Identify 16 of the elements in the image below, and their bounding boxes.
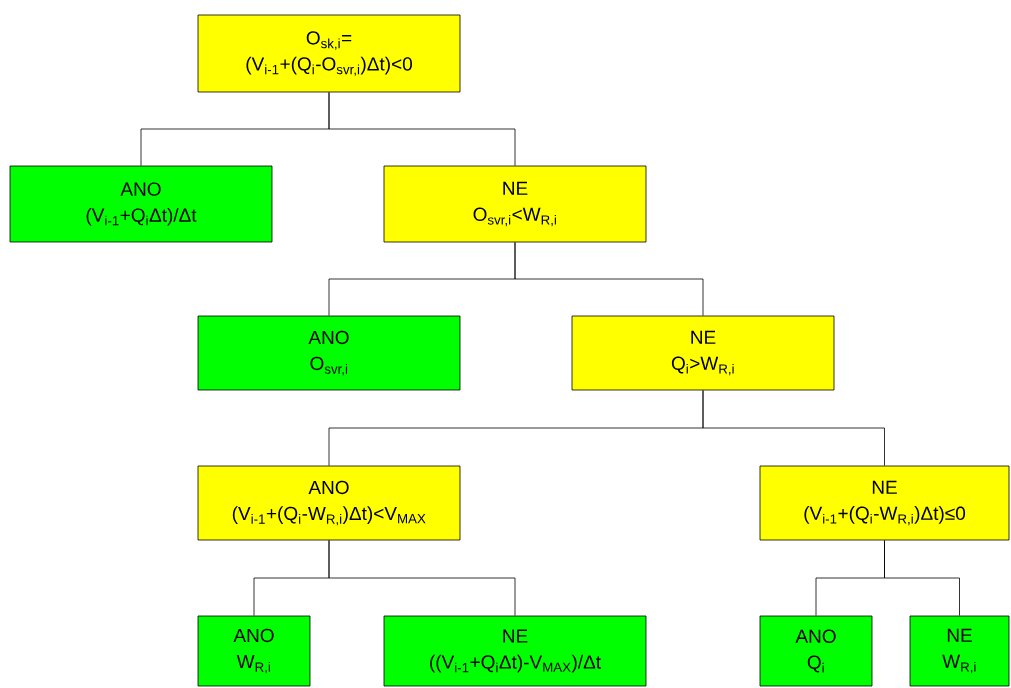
- decision-box: NE O$_{svr,i}$<W$_{R,i}$: [383, 165, 647, 243]
- connector: [702, 390, 885, 466]
- decision-box: ANO (V$_{i-1}$+(Q$_{i}$-W$_{R,i}$)Δt)<V$_{MAX}$: [197, 465, 461, 541]
- connector: [328, 540, 516, 616]
- result-box: NE ((V$_{i-1}$+Q$_{i}$Δt)-V$_{MAX}$)/Δt: [383, 615, 647, 687]
- connector: [514, 242, 704, 316]
- decision-box: NE Q$_{i}$>W$_{R,i}$: [571, 315, 835, 391]
- result-box: ANO O$_{svr,i}$: [197, 315, 461, 391]
- result-box: ANO Q$_{i}$: [759, 615, 873, 687]
- decision-box: O$_{sk,i}$= (V$_{i-1}$+(Q$_{i}$-O$_{svr,i}$)Δt)<0: [197, 14, 461, 93]
- connector: [884, 540, 960, 616]
- result-box: ANO W$_{R,i}$: [197, 615, 311, 687]
- result-box: NE W$_{R,i}$: [909, 615, 1010, 687]
- decision-box: NE (V$_{i-1}$+(Q$_{i}$-W$_{R,i}$)Δt)≤0: [759, 465, 1010, 541]
- connector: [328, 92, 516, 166]
- result-box: ANO (V$_{i-1}$+Q$_{i}$Δt)/Δt: [9, 165, 273, 243]
